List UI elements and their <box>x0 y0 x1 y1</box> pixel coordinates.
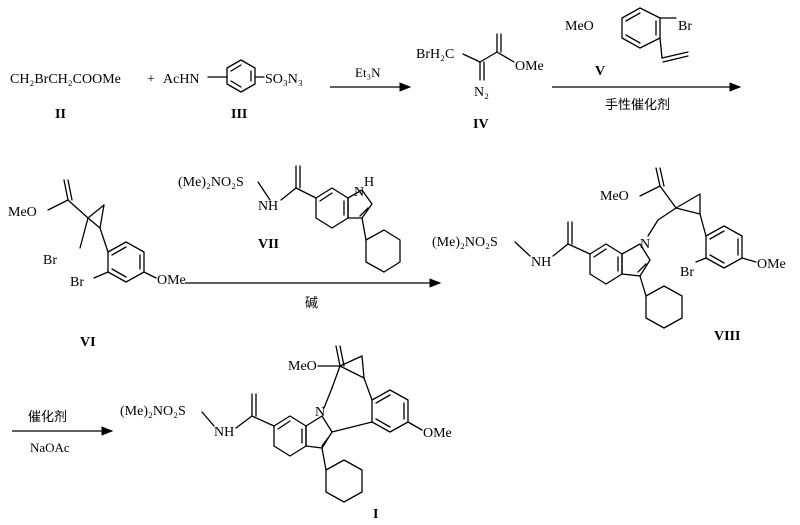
compound-v: MeO Br V <box>565 7 692 79</box>
condition-catalyst: 催化剂 <box>28 410 67 425</box>
compound-viii-methyl-ester: MeO <box>600 189 629 204</box>
compound-i-label: I <box>373 507 378 522</box>
compound-iii-benzene-ring <box>226 59 256 93</box>
reaction-arrow-2: 手性催化剂 <box>552 82 742 113</box>
compound-iii-acetamide: AcHN <box>163 72 200 87</box>
compound-iv: BrH₂C N₂ OMe IV <box>416 33 544 132</box>
compound-i-indole-n: N <box>315 405 325 420</box>
plus-sign: + <box>147 72 155 87</box>
compound-vii-indole-nh-h: H <box>364 175 374 190</box>
compound-iii-label: III <box>231 107 247 122</box>
compound-iv-label: IV <box>473 117 489 132</box>
reaction-arrow-4: 催化剂 NaOAc <box>12 410 114 455</box>
compound-viii: MeO N Br OMe (Me)₂NO₂S NH VIII <box>432 167 786 344</box>
compound-iv-diazo: N₂ <box>474 85 489 100</box>
compound-iii: AcHN SO₃N₃ III <box>163 59 303 122</box>
condition-base: 碱 <box>305 296 318 311</box>
condition-et3n: Et₃N <box>355 65 381 80</box>
condition-chiral-catalyst: 手性催化剂 <box>605 98 670 113</box>
compound-viii-aryl-br: Br <box>680 265 694 280</box>
compound-vi-bromomethyl-br: Br <box>43 253 57 268</box>
condition-naoac: NaOAc <box>30 440 70 455</box>
compound-v-label: V <box>595 64 605 79</box>
compound-vii-label: VII <box>258 237 279 252</box>
compound-viii-indole-n: N <box>640 237 650 252</box>
compound-vii-amide-h: H <box>268 199 278 214</box>
compound-ii: CH₂BrCH₂COOMe II <box>10 72 121 122</box>
compound-viii-amide-nh: NH <box>531 255 551 270</box>
reaction-arrow-1: Et₃N <box>330 65 412 92</box>
compound-i-sulfonyl: (Me)₂NO₂S <box>120 404 186 419</box>
compound-vii-amide-n: N <box>258 199 268 214</box>
compound-iv-methoxy: OMe <box>515 59 544 74</box>
compound-viii-sulfonyl: (Me)₂NO₂S <box>432 235 498 250</box>
compound-vi-methyl-ester: MeO <box>8 205 37 220</box>
compound-vii: (Me)₂NO₂S H N H N VII <box>178 165 401 273</box>
compound-vii-indole-n: N <box>354 185 364 200</box>
compound-i: (Me)₂NO₂S NH N MeO OMe I <box>120 345 452 522</box>
compound-vi-methoxy: OMe <box>157 273 186 288</box>
compound-i-amide-nh: NH <box>214 425 234 440</box>
compound-vii-sulfonyl: (Me)₂NO₂S <box>178 175 244 190</box>
compound-vi-label: VI <box>80 335 96 350</box>
compound-ii-label: II <box>55 107 66 122</box>
compound-v-methoxy: MeO <box>565 19 594 34</box>
compound-iii-sulfonyl-azide: SO₃N₃ <box>265 72 303 87</box>
compound-v-bromo: Br <box>678 19 692 34</box>
compound-viii-label: VIII <box>714 329 740 344</box>
compound-viii-methoxy: OMe <box>757 257 786 272</box>
compound-i-methoxy: OMe <box>423 426 452 441</box>
compound-vi-aryl-br: Br <box>70 275 84 290</box>
compound-i-methyl-ester: MeO <box>288 359 317 374</box>
compound-iv-bromomethyl: BrH₂C <box>416 47 454 62</box>
compound-ii-formula: CH₂BrCH₂COOMe <box>10 72 121 87</box>
compound-vi: MeO Br Br OMe VI <box>8 179 186 350</box>
reaction-arrow-3: 碱 <box>185 278 442 311</box>
